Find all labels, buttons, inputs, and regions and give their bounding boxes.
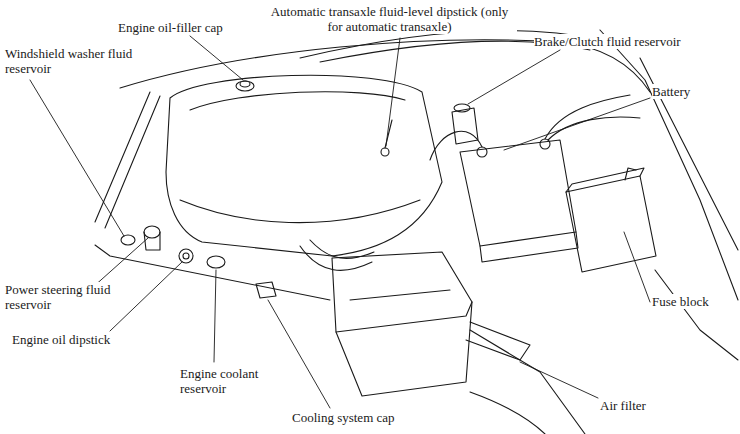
leader-lines xyxy=(30,36,650,408)
battery-cable xyxy=(430,131,482,160)
battery xyxy=(430,95,640,262)
oil-dipstick-ring xyxy=(183,253,189,259)
leader-line xyxy=(190,36,243,80)
washer-cap xyxy=(121,235,135,245)
air-filter-box xyxy=(332,252,530,396)
battery-case xyxy=(480,232,578,262)
battery-case xyxy=(460,140,576,246)
body-outline xyxy=(95,30,738,434)
oil-filler-cap xyxy=(240,81,250,87)
power-steering-reservoir xyxy=(144,232,160,250)
right-fender xyxy=(655,270,738,360)
leader-line xyxy=(504,98,650,150)
leader-line xyxy=(214,270,216,362)
brake-reservoir-cap xyxy=(454,104,470,112)
part-label: Automatic transaxle fluid-level dipstick… xyxy=(262,4,517,34)
part-label: Battery xyxy=(652,84,690,99)
front-panel xyxy=(470,392,545,434)
part-label: Cooling system cap xyxy=(292,410,395,425)
part-label: Brake/Clutch fluid reservoir xyxy=(534,34,681,49)
engine xyxy=(166,75,442,270)
engine-cover-rib xyxy=(180,200,420,223)
leader-line xyxy=(386,38,400,146)
brake-reservoir xyxy=(452,108,478,144)
leader-line xyxy=(30,80,124,236)
engine-cover-rib xyxy=(190,92,405,110)
intake-hose xyxy=(310,240,374,258)
part-label: Windshield washer fluid reservoir xyxy=(5,46,155,76)
fuse-block-case xyxy=(566,176,656,272)
air-filter-lid xyxy=(350,290,450,300)
left-fender xyxy=(105,96,160,228)
oil-filler-cap xyxy=(236,81,254,91)
part-label: Engine oil dipstick xyxy=(12,332,110,347)
leader-line xyxy=(520,362,598,398)
air-filter-duct xyxy=(466,322,530,360)
leader-line xyxy=(624,232,650,302)
part-label: Engine oil-filler cap xyxy=(118,20,223,35)
part-label: Engine coolant reservoir xyxy=(180,366,280,396)
fuse-block xyxy=(566,168,656,272)
right-fender xyxy=(640,58,738,250)
air-filter-lid xyxy=(336,302,472,332)
cooling-system-cap xyxy=(256,282,276,298)
air-filter-housing xyxy=(332,252,472,396)
battery-terminal xyxy=(540,139,550,149)
fuse-block-latch xyxy=(625,168,636,180)
front-panel xyxy=(470,330,585,434)
leader-line xyxy=(92,238,148,288)
leader-line xyxy=(468,50,560,104)
part-label: Air filter xyxy=(600,398,646,413)
battery-cable xyxy=(548,117,640,140)
battery-terminal xyxy=(477,147,487,157)
power-steering-cap xyxy=(144,226,160,238)
left-fender xyxy=(95,92,150,222)
part-label: Power steering fluid reservoir xyxy=(5,282,125,312)
oil-dipstick-ring xyxy=(179,249,193,263)
coolant-reservoir-cap xyxy=(207,256,225,268)
fuse-block-case xyxy=(566,168,644,192)
part-label: Fuse block xyxy=(652,294,709,309)
transaxle-dipstick-ring xyxy=(381,148,389,156)
right-fender xyxy=(600,30,738,300)
engine-cover xyxy=(166,75,442,256)
